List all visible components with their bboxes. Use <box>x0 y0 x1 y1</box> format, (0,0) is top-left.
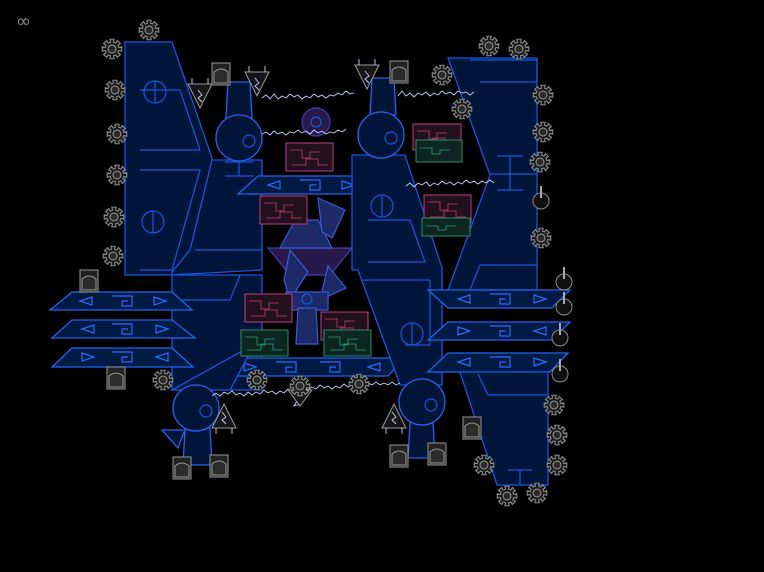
gear-icon[interactable] <box>104 79 126 101</box>
circuit-chip-icon <box>240 329 289 357</box>
gear-icon[interactable] <box>106 164 128 186</box>
energy-arc-icon <box>261 90 355 100</box>
gear-icon[interactable] <box>246 369 268 391</box>
battery-icon[interactable] <box>389 60 409 84</box>
gear-icon[interactable] <box>496 485 518 507</box>
gear-icon[interactable] <box>473 454 495 476</box>
battery-icon[interactable] <box>389 444 409 468</box>
gear-icon[interactable] <box>138 19 160 41</box>
gear-icon[interactable] <box>478 35 500 57</box>
gear-icon[interactable] <box>526 482 548 504</box>
gear-icon[interactable] <box>102 245 124 267</box>
turret-bottom-left[interactable] <box>160 384 220 466</box>
gears[interactable] <box>101 19 568 507</box>
energy-arc-icon <box>405 179 495 188</box>
gear-icon[interactable] <box>529 151 551 173</box>
battery-icon[interactable] <box>79 269 99 293</box>
antenna-icon <box>244 66 270 98</box>
gear-icon[interactable] <box>546 424 568 446</box>
right-strips <box>426 289 572 373</box>
knob-icon[interactable] <box>532 186 550 210</box>
gear-icon[interactable] <box>348 373 370 395</box>
antenna-icon <box>187 78 213 110</box>
battery-icon[interactable] <box>209 454 229 478</box>
lives-indicator: ∞ <box>16 13 38 31</box>
gear-icon[interactable] <box>532 84 554 106</box>
circuit-chip-icon <box>323 329 372 357</box>
gear-icon[interactable] <box>451 98 473 120</box>
battery-icon[interactable] <box>106 366 126 390</box>
antenna-icon <box>211 402 237 434</box>
battery-icon[interactable] <box>172 456 192 480</box>
gear-icon[interactable] <box>508 38 530 60</box>
energy-arc-icon <box>397 90 475 98</box>
gear-icon[interactable] <box>101 38 123 60</box>
gear-icon[interactable] <box>152 369 174 391</box>
battery-icon[interactable] <box>462 416 482 440</box>
gear-icon[interactable] <box>103 206 125 228</box>
circuit-chips <box>240 123 472 357</box>
circuit-chip-icon <box>259 195 308 225</box>
gear-icon[interactable] <box>530 227 552 249</box>
circuit-chip-icon <box>244 293 293 323</box>
knobs[interactable] <box>532 186 573 383</box>
circuit-chip-icon <box>285 142 334 172</box>
knob-icon[interactable] <box>555 267 573 291</box>
batteries[interactable] <box>79 60 482 480</box>
lower-right-plate <box>459 371 549 486</box>
gear-icon[interactable] <box>106 123 128 145</box>
knob-icon[interactable] <box>551 359 569 383</box>
gear-icon[interactable] <box>289 375 311 397</box>
gear-icon[interactable] <box>543 394 565 416</box>
left-tower-plate <box>124 41 213 276</box>
circuit-chip-icon <box>421 217 471 237</box>
left-strips <box>48 291 197 368</box>
battery-icon[interactable] <box>211 62 231 86</box>
turret-top-center[interactable] <box>357 77 405 159</box>
circuit-chip-icon <box>415 139 463 163</box>
battery-icon[interactable] <box>427 442 447 466</box>
antenna-icon <box>381 402 407 434</box>
gear-icon[interactable] <box>532 121 554 143</box>
right-center-plate <box>351 154 443 386</box>
antennas <box>187 59 407 434</box>
knob-icon[interactable] <box>551 323 569 347</box>
energy-arc-icon <box>261 128 347 136</box>
gear-icon[interactable] <box>431 64 453 86</box>
knob-icon[interactable] <box>555 292 573 316</box>
central-core[interactable] <box>266 107 354 345</box>
infinity-icon: ∞ <box>16 11 31 32</box>
gear-icon[interactable] <box>546 454 568 476</box>
turret-top-left[interactable] <box>215 81 263 177</box>
antenna-icon <box>354 59 380 91</box>
